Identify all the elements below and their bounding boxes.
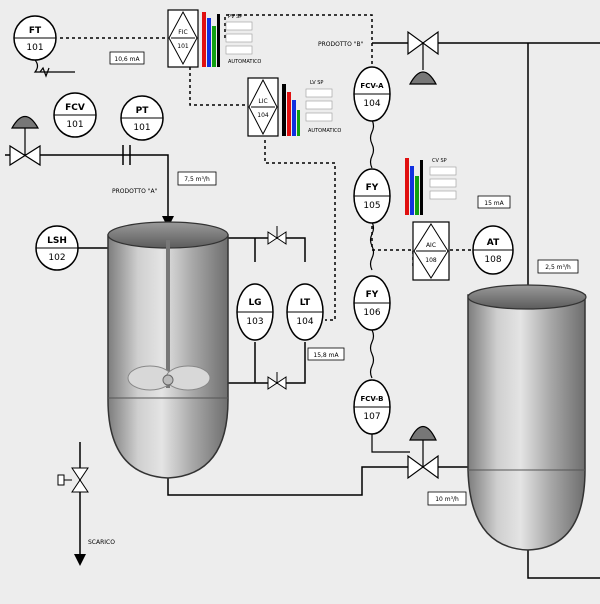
lic104-tag: LIC	[258, 98, 267, 105]
valve-lg-top[interactable]	[267, 226, 287, 245]
valve-fcvb[interactable]	[407, 425, 439, 480]
fic101-bar-green	[212, 26, 216, 67]
product-a-label: PRODOTTO "A"	[112, 188, 158, 195]
instrument-lg103[interactable]: LG 103	[236, 283, 274, 341]
valve-lg-bottom[interactable]	[267, 372, 287, 390]
fic101-tag: FIC	[178, 29, 187, 36]
valve-drain[interactable]	[57, 467, 89, 493]
lic104-header: LV SP	[310, 80, 323, 86]
lsh102-loop: 102	[48, 253, 65, 263]
valve-fcv101[interactable]	[9, 115, 41, 167]
flow-out-box: 10 m³/h	[427, 491, 467, 506]
instrument-fcvb[interactable]: FCV-B 107	[353, 379, 391, 435]
aic108-header: CV SP	[432, 158, 447, 164]
ft101-loop: 101	[26, 43, 43, 53]
aic108-bar-green	[415, 176, 419, 215]
fy105-loop: 105	[363, 201, 380, 211]
lt104-loop: 104	[296, 317, 313, 327]
ft101-tag: FT	[29, 26, 42, 36]
flow-a-value: 7,5 m³/h	[184, 176, 210, 183]
lsh102-tag: LSH	[47, 236, 67, 246]
aic108-bar-red	[405, 158, 409, 215]
aic108-bar-black	[420, 160, 423, 215]
pt101-tag: PT	[136, 106, 150, 116]
lg103-loop: 103	[246, 317, 263, 327]
drain-label: SCARICO	[88, 539, 115, 546]
lic104-bar-blue	[292, 100, 296, 136]
flow-b-box: 2,5 m³/h	[537, 259, 579, 274]
aic108-bar-blue	[410, 166, 414, 215]
instrument-pt101[interactable]: PT 101	[120, 95, 164, 141]
fy-chain-links	[33, 59, 410, 453]
at108-loop: 108	[484, 255, 501, 265]
instrument-fy106[interactable]: FY 106	[353, 275, 391, 331]
fcva-tag: FCV-A	[360, 82, 384, 90]
fcvb-loop: 107	[363, 412, 380, 422]
lt-signal-value: 15,8 mA	[313, 352, 339, 359]
lt-signal-box: 15,8 mA	[307, 347, 345, 361]
lic104-bar-black	[282, 84, 286, 136]
lic104-bar-red	[287, 92, 291, 136]
lic104-footer: AUTOMATICO	[308, 128, 341, 134]
lic104-loop: 104	[257, 112, 269, 119]
fy105-tag: FY	[366, 183, 379, 193]
fic101-bar-blue	[207, 18, 211, 67]
at108-tag: AT	[487, 238, 500, 248]
fic101-bar-black	[217, 14, 220, 67]
controller-lic104[interactable]: LIC 104 LV SP AUTOMATICO	[247, 77, 341, 137]
fcv101-tag: FCV	[65, 103, 85, 113]
aic108-tag: AIC	[426, 242, 436, 249]
fy106-loop: 106	[363, 308, 380, 318]
instrument-fcv101[interactable]: FCV 101	[53, 92, 97, 138]
flow-out-value: 10 m³/h	[435, 496, 459, 503]
orifice-plate	[122, 145, 131, 165]
fcvb-tag: FCV-B	[360, 395, 383, 403]
fic101-header: PV SP	[228, 14, 242, 20]
at-signal-box: 15 mA	[477, 195, 511, 209]
pt101-loop: 101	[133, 123, 150, 133]
lic104-bar-green	[297, 110, 300, 136]
instrument-fcva[interactable]: FCV-A 104	[353, 66, 391, 122]
valve-fcva[interactable]	[407, 30, 439, 85]
instrument-ft101[interactable]: FT 101	[13, 15, 57, 61]
aic108-loop: 108	[425, 257, 437, 264]
instrument-lt104[interactable]: LT 104	[286, 283, 324, 341]
fy106-tag: FY	[366, 290, 379, 300]
pt-signal-box: 10,6 mA	[109, 51, 145, 65]
pt-signal-value: 10,6 mA	[114, 56, 140, 63]
controller-fic101[interactable]: FIC 101 PV SP AUTOMATICO	[167, 9, 261, 68]
receiving-tank	[467, 284, 587, 551]
lt104-tag: LT	[300, 298, 311, 308]
fic101-loop: 101	[177, 43, 189, 50]
fic101-footer: AUTOMATICO	[228, 59, 261, 65]
at-signal-value: 15 mA	[484, 200, 504, 207]
instrument-at108[interactable]: AT 108	[472, 225, 514, 275]
flow-a-box: 7,5 m³/h	[177, 171, 217, 186]
lg103-tag: LG	[248, 298, 261, 308]
product-b-label: PRODOTTO "B"	[318, 41, 364, 48]
fic101-bar-red	[202, 12, 206, 67]
flow-b-value: 2,5 m³/h	[545, 264, 571, 271]
controller-aic108[interactable]: AIC 108 CV SP	[405, 158, 457, 281]
fcva-loop: 104	[363, 99, 380, 109]
instrument-lsh102[interactable]: LSH 102	[35, 225, 79, 271]
reactor-vessel	[107, 221, 229, 479]
fcv101-loop: 101	[66, 120, 83, 130]
instrument-fy105[interactable]: FY 105	[353, 168, 391, 224]
